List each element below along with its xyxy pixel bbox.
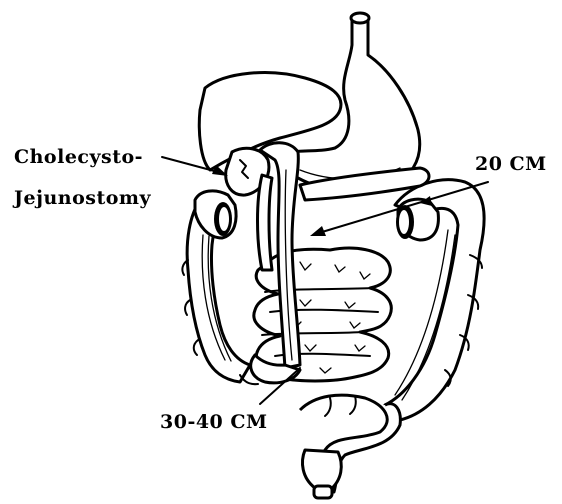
colon-stump-right <box>396 199 438 240</box>
anastomosis-label-line1: Cholecysto- <box>14 146 143 168</box>
anastomosis-label-line2: Jejunostomy <box>12 187 152 209</box>
duodenal-segment <box>258 175 273 270</box>
lower-distance-label: 30-40 CM <box>160 411 268 433</box>
upper-distance-label: 20 CM <box>475 153 547 175</box>
small-intestine <box>254 248 391 381</box>
